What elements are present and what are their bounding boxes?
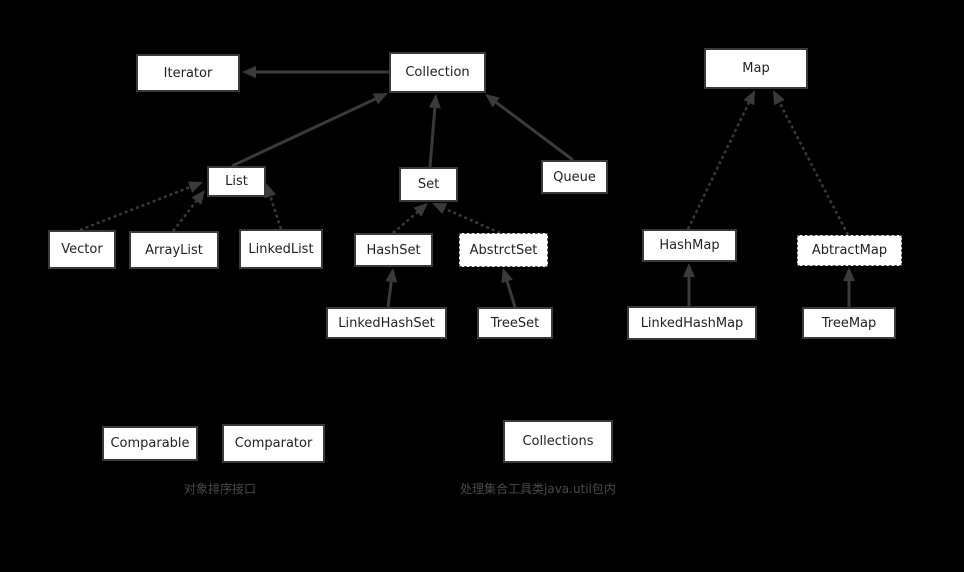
edge-line <box>79 185 191 232</box>
node-comparable: Comparable <box>102 426 198 461</box>
edge-line <box>778 101 850 236</box>
edge-queue-to-collection <box>485 94 574 162</box>
node-map: Map <box>704 48 808 89</box>
arrowhead <box>432 203 448 215</box>
node-queue: Queue <box>541 160 608 194</box>
node-linkedlist: LinkedList <box>239 229 323 269</box>
arrowhead <box>743 90 755 106</box>
arrowhead <box>264 183 276 199</box>
edge-linkedlist-to-list <box>264 183 283 230</box>
edge-line <box>386 281 393 308</box>
edge-line <box>172 200 198 232</box>
arrowhead <box>413 203 428 217</box>
node-treemap: TreeMap <box>802 307 896 339</box>
arrowhead <box>843 267 855 281</box>
edge-hashset-to-set <box>392 203 428 234</box>
arrowhead <box>372 93 388 105</box>
arrowhead <box>773 90 785 106</box>
node-iterator: Iterator <box>136 54 240 92</box>
edge-arraylist-to-list <box>172 190 205 232</box>
edge-linkedhashset-to-hashset <box>385 268 398 308</box>
edge-abtractmap-to-map <box>773 90 850 236</box>
edge-treemap-to-abtractmap <box>843 267 855 307</box>
edge-line <box>392 211 419 234</box>
arrowhead <box>191 190 205 205</box>
node-comparator: Comparator <box>222 424 325 463</box>
node-hashset: HashSet <box>354 233 433 267</box>
node-linkedhashset: LinkedHashSet <box>326 307 447 339</box>
arrowhead <box>428 94 441 109</box>
node-linkedhashmap: LinkedHashMap <box>627 306 757 340</box>
node-abtractmap: AbtractMap <box>797 235 902 266</box>
node-treeset: TreeSet <box>477 307 553 339</box>
arrowhead <box>242 66 256 78</box>
caption-sort-interface: 对象排序接口 <box>184 482 257 496</box>
edge-vector-to-list <box>79 181 203 232</box>
arrowhead <box>683 263 695 277</box>
edge-line <box>269 195 283 230</box>
arrowhead <box>187 181 203 193</box>
node-set: Set <box>399 167 458 202</box>
node-vector: Vector <box>48 230 116 269</box>
edge-line <box>495 101 574 162</box>
node-list: List <box>207 166 266 197</box>
node-arraylist: ArrayList <box>129 231 219 269</box>
edge-linkedhashmap-to-hashmap <box>683 263 695 306</box>
edge-line <box>428 107 437 168</box>
edge-abstrctset-to-set <box>432 203 501 235</box>
arrowhead <box>501 268 513 284</box>
edge-line <box>231 97 376 168</box>
edge-line <box>505 280 517 308</box>
arrowhead <box>385 268 398 283</box>
arrowhead <box>485 94 500 108</box>
node-collection: Collection <box>389 52 486 93</box>
edge-treeset-to-abstrctset <box>501 268 517 308</box>
edge-line <box>444 207 501 235</box>
node-collections: Collections <box>503 420 613 463</box>
edge-hashmap-to-map <box>686 90 755 230</box>
caption-collections-desc: 处理集合工具类java.util包内 <box>460 482 616 496</box>
edge-line <box>686 102 751 230</box>
edge-set-to-collection <box>428 94 441 168</box>
node-hashmap: HashMap <box>642 229 737 262</box>
node-abstrctset: AbstrctSet <box>459 233 548 267</box>
edge-list-to-collection <box>231 93 388 168</box>
edge-collection-to-iterator <box>242 66 389 78</box>
